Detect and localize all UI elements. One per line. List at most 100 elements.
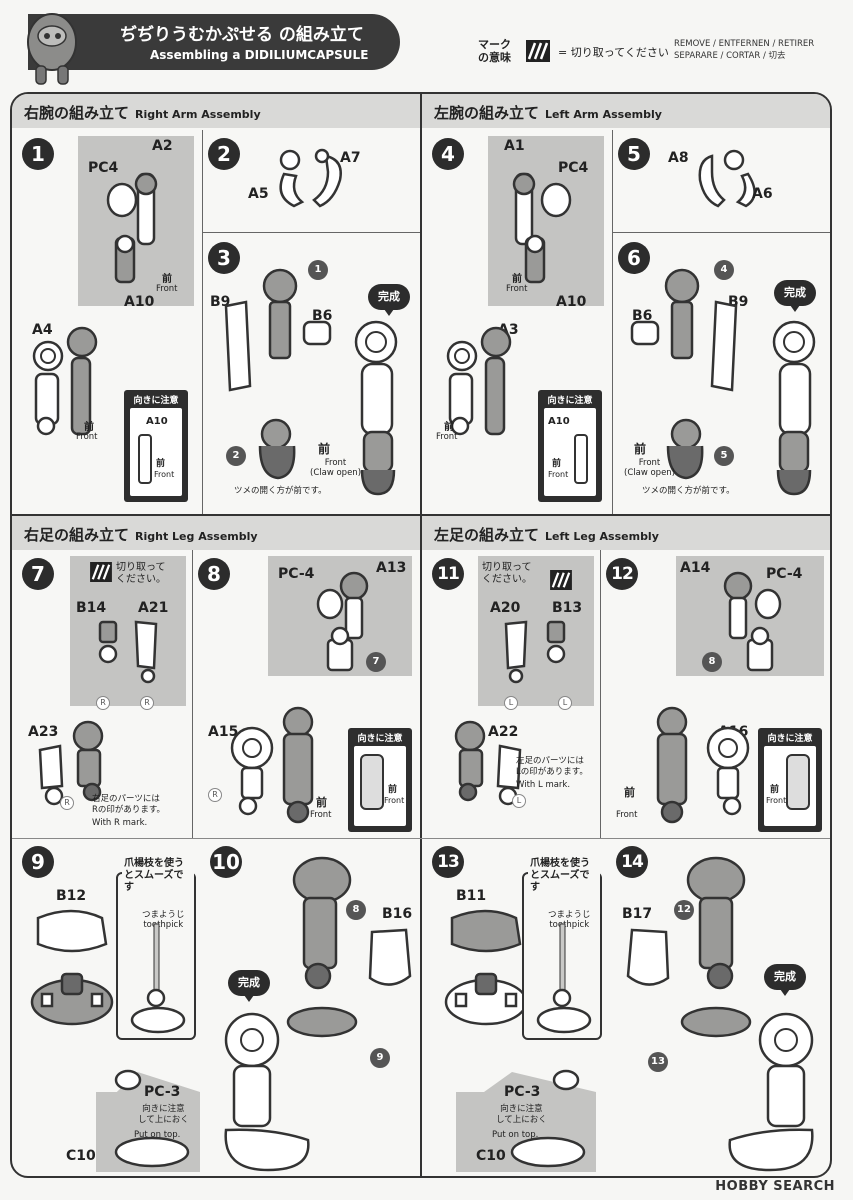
front-jp: 前 <box>162 274 172 285</box>
step-2-number: 2 <box>208 138 240 170</box>
orientation-box: 向きに注意 A10 前 Front <box>538 390 602 502</box>
cut-please: 切り取って ください。 <box>116 562 166 585</box>
cut-mark-icon <box>550 570 572 590</box>
front-jp: 前 <box>84 422 94 433</box>
front-en: Front <box>310 810 332 820</box>
divider <box>612 232 830 233</box>
r-mark: R <box>140 696 154 710</box>
arm-assembly-drawing <box>32 326 98 436</box>
callout-1: 1 <box>308 260 328 280</box>
label-a1: A1 <box>504 138 525 154</box>
front-jp: 前 <box>634 442 647 456</box>
label-a15: A15 <box>208 724 239 740</box>
step-7-number: 7 <box>22 558 54 590</box>
foot-parts-drawing <box>444 909 528 1026</box>
step-6-number: 6 <box>618 242 650 274</box>
label-pc4: PC4 <box>88 160 119 176</box>
complete-bubble: 完成 <box>228 970 270 1002</box>
arm-assembly-drawing <box>446 326 512 436</box>
label-a20: A20 <box>490 600 521 616</box>
claw-note: ツメの開く方が前です。 <box>234 486 327 496</box>
leg-step14-drawing <box>680 856 752 1038</box>
label-a14: A14 <box>680 560 711 576</box>
label-b16: B16 <box>382 906 413 922</box>
completed-leg-drawing <box>728 1012 814 1172</box>
callout-4: 4 <box>714 260 734 280</box>
cut-mark-icon <box>526 40 550 62</box>
claw-note: ツメの開く方が前です。 <box>642 486 735 496</box>
step-5-number: 5 <box>618 138 650 170</box>
front-en: Front <box>506 284 528 294</box>
callout-11: 8 <box>702 652 722 672</box>
toothpick-label: つまようじ toothpick <box>142 910 185 930</box>
label-a23: A23 <box>28 724 59 740</box>
orientation-box: 向きに注意 前 Front <box>348 728 412 832</box>
mark-meaning-label: マーク の意味 <box>478 38 511 64</box>
step-11-number: 11 <box>432 558 464 590</box>
leg-parts-drawing <box>98 620 158 684</box>
divider <box>202 130 203 514</box>
pc3-part-drawing <box>552 1069 580 1091</box>
step-3-number: 3 <box>208 242 240 274</box>
claw-parts-drawing <box>279 148 342 208</box>
leg-parts-drawing <box>316 571 369 672</box>
label-a21: A21 <box>138 600 169 616</box>
step-4-parts-panel <box>488 136 604 306</box>
label-a2: A2 <box>152 138 173 154</box>
label-pc-3: PC-3 <box>144 1084 181 1100</box>
arm-step3-drawing <box>224 268 332 480</box>
page-title: ぢぢりうむかぷせる の組み立て <box>120 25 364 45</box>
label-pc-4: PC-4 <box>766 566 803 582</box>
label-a10: A10 <box>124 294 155 310</box>
label-b17: B17 <box>622 906 653 922</box>
step-14-number: 14 <box>616 846 648 878</box>
l-mark: L <box>504 696 518 710</box>
step-10-number: 10 <box>210 846 242 878</box>
toothpick-label: つまようじ toothpick <box>548 910 591 930</box>
complete-bubble: 完成 <box>368 284 410 316</box>
step-4-number: 4 <box>432 138 464 170</box>
label-b13: B13 <box>552 600 583 616</box>
complete-bubble: 完成 <box>764 964 806 996</box>
pc3-part-drawing <box>114 1069 142 1091</box>
label-pc-3: PC-3 <box>504 1084 541 1100</box>
label-c10: C10 <box>66 1148 96 1164</box>
label-a10: A10 <box>556 294 587 310</box>
label-a6: A6 <box>752 186 773 202</box>
step-9-number: 9 <box>22 846 54 878</box>
b16-part-drawing <box>368 928 412 986</box>
put-on-top-note: 向きに注意 して上におく <box>496 1104 547 1125</box>
front-en: Front <box>156 284 178 294</box>
label-b6: B6 <box>312 308 333 324</box>
label-a8: A8 <box>668 150 689 166</box>
center-divider <box>420 94 422 1176</box>
foot-parts-drawing <box>30 909 114 1026</box>
label-a5: A5 <box>248 186 269 202</box>
claw-parts-drawing <box>698 149 756 208</box>
toothpick-tip-box: 爪楊枝を使う とスムーズです つまようじ toothpick <box>116 858 196 1040</box>
watermark: HOBBY SEARCH <box>715 1179 835 1194</box>
front-jp: 前 <box>316 796 327 809</box>
label-b11: B11 <box>456 888 487 904</box>
leg-assembly-drawing <box>38 720 104 806</box>
r-mark: R <box>208 788 222 802</box>
remove-translations: REMOVE / ENTFERNEN / RETIRER SEPARARE / … <box>674 39 815 61</box>
divider <box>612 130 613 514</box>
r-mark-note: 右足のパーツには Rの印があります。 <box>92 794 166 815</box>
label-a22: A22 <box>488 724 519 740</box>
orientation-box: 向きに注意 A10 前 Front <box>124 390 188 502</box>
c10-part-drawing <box>114 1136 190 1168</box>
robot-illustration <box>27 13 77 85</box>
front-claw-open: Front (Claw open) <box>624 458 676 478</box>
label-b14: B14 <box>76 600 107 616</box>
label-b12: B12 <box>56 888 87 904</box>
c10-part-drawing <box>510 1136 586 1168</box>
l-mark: L <box>512 794 526 808</box>
r-mark: R <box>96 696 110 710</box>
label-pc4: PC4 <box>558 160 589 176</box>
